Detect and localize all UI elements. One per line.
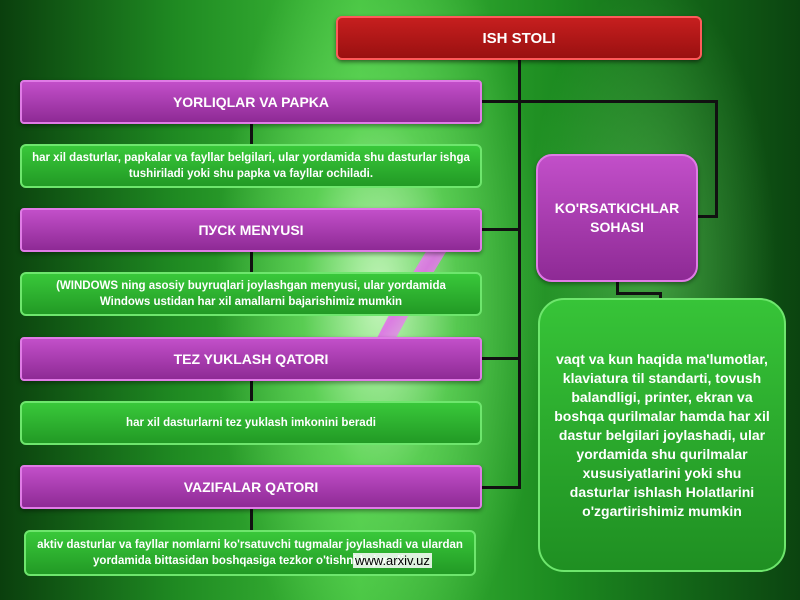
section-description-box: har xil dasturlarni tez yuklash imkonini… (20, 401, 482, 445)
section-heading: ПУСК MENYUSI (198, 222, 304, 238)
section-heading: YORLIQLAR VA PAPKA (172, 94, 330, 110)
connector-to-section-1 (481, 100, 521, 103)
connector-main-vertical (518, 58, 521, 488)
section-description-box: (WINDOWS ning asosiy buyruqlari joylashg… (20, 272, 482, 316)
connector-s3-desc (250, 380, 253, 402)
indicator-heading-box: KO'RSATKICHLAR SOHASI (536, 154, 698, 282)
indicator-description: vaqt va kun haqida ma'lumotlar, klaviatu… (554, 350, 770, 519)
section-description: (WINDOWS ning asosiy buyruqlari joylashg… (56, 280, 446, 308)
indicator-description-box: vaqt va kun haqida ma'lumotlar, klaviatu… (538, 298, 786, 572)
section-description-box: har xil dasturlar, papkalar va fayllar b… (20, 144, 482, 188)
section-heading-box: YORLIQLAR VA PAPKA (20, 80, 482, 124)
indicator-heading: KO'RSATKICHLAR SOHASI (554, 200, 680, 235)
section-heading: TEZ YUKLASH QATORI (173, 351, 329, 367)
root-title: ISH STOLI (482, 29, 556, 47)
connector-to-section-2 (481, 228, 521, 231)
section-heading: VAZIFALAR QATORI (183, 479, 319, 495)
connector-to-section-4 (481, 486, 521, 489)
connector-indicator-right (715, 100, 718, 218)
connector-indicator-down (616, 280, 619, 294)
connector-indicator-down-h (616, 292, 662, 295)
section-heading-box: VAZIFALAR QATORI (20, 465, 482, 509)
connector-s2-desc (250, 251, 253, 273)
connector-to-section-3 (481, 357, 521, 360)
watermark-text: www.arxiv.uz (353, 553, 432, 568)
section-description: har xil dasturlarni tez yuklash imkonini… (126, 417, 376, 429)
root-title-box: ISH STOLI (336, 16, 702, 60)
connector-indicator-in (697, 215, 718, 218)
section-description: har xil dasturlar, papkalar va fayllar b… (32, 152, 470, 180)
connector-s4-desc (250, 508, 253, 532)
section-heading-box: TEZ YUKLASH QATORI (20, 337, 482, 381)
connector-indicator-top (518, 100, 718, 103)
section-description: aktiv dasturlar va fayllar nomlarni ko'r… (37, 539, 463, 567)
connector-s1-desc (250, 123, 253, 145)
section-heading-box: ПУСК MENYUSI (20, 208, 482, 252)
